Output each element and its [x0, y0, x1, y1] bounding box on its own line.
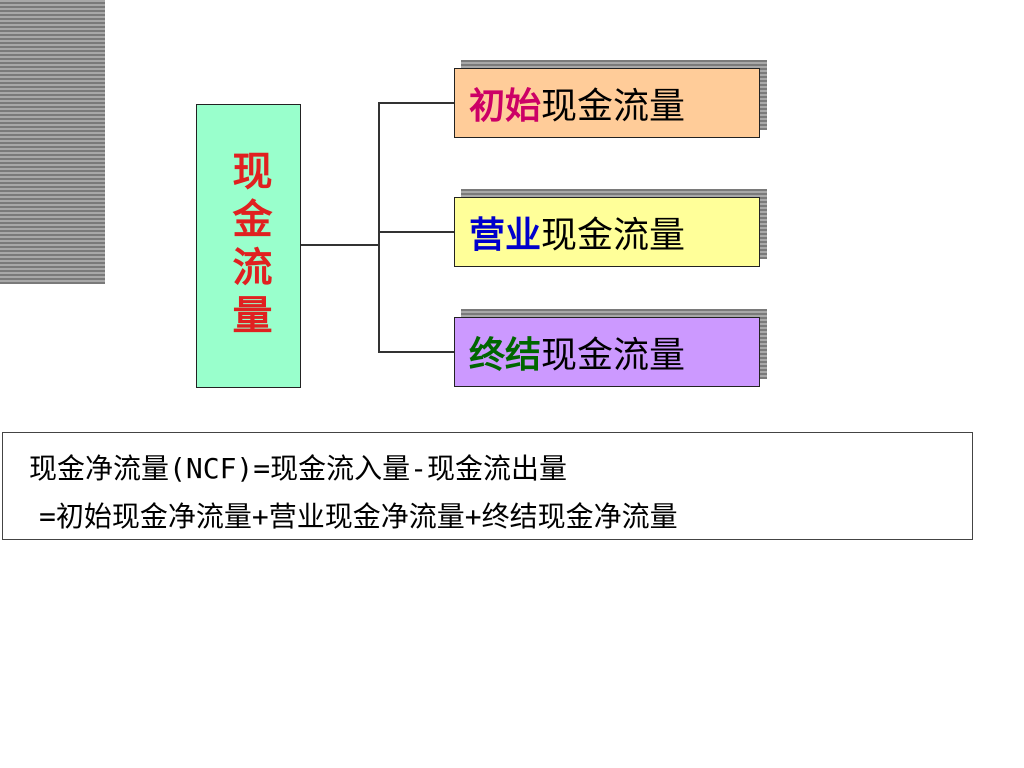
connector-branch-1 — [378, 102, 454, 104]
node-initial-cash-flow: 初始 现金流量 — [454, 68, 760, 138]
node-operating-cash-flow: 营业 现金流量 — [454, 197, 760, 267]
root-box: 现金流量 — [196, 104, 301, 388]
node-initial-prefix: 初始 — [469, 85, 542, 127]
formula-box: 现金净流量(NCF)=现金流入量-现金流出量 =初始现金净流量+营业现金净流量+… — [2, 432, 973, 540]
node-initial-suffix: 现金流量 — [541, 86, 686, 127]
formula-line-1: 现金净流量(NCF)=现金流入量-现金流出量 — [29, 452, 568, 485]
connector-vertical — [378, 102, 380, 352]
connector-root-horizontal — [301, 244, 379, 246]
formula-line-2: =初始现金净流量+营业现金净流量+终结现金净流量 — [39, 500, 678, 533]
node-operating-prefix: 营业 — [469, 214, 542, 256]
node-terminal-cash-flow: 终结 现金流量 — [454, 317, 760, 387]
node-operating-suffix: 现金流量 — [541, 215, 686, 256]
node-terminal-suffix: 现金流量 — [541, 335, 686, 376]
root-box-shadow — [0, 0, 105, 284]
root-label: 现金流量 — [225, 150, 273, 342]
node-terminal-prefix: 终结 — [469, 334, 542, 376]
connector-branch-2 — [378, 231, 454, 233]
connector-branch-3 — [378, 351, 454, 353]
